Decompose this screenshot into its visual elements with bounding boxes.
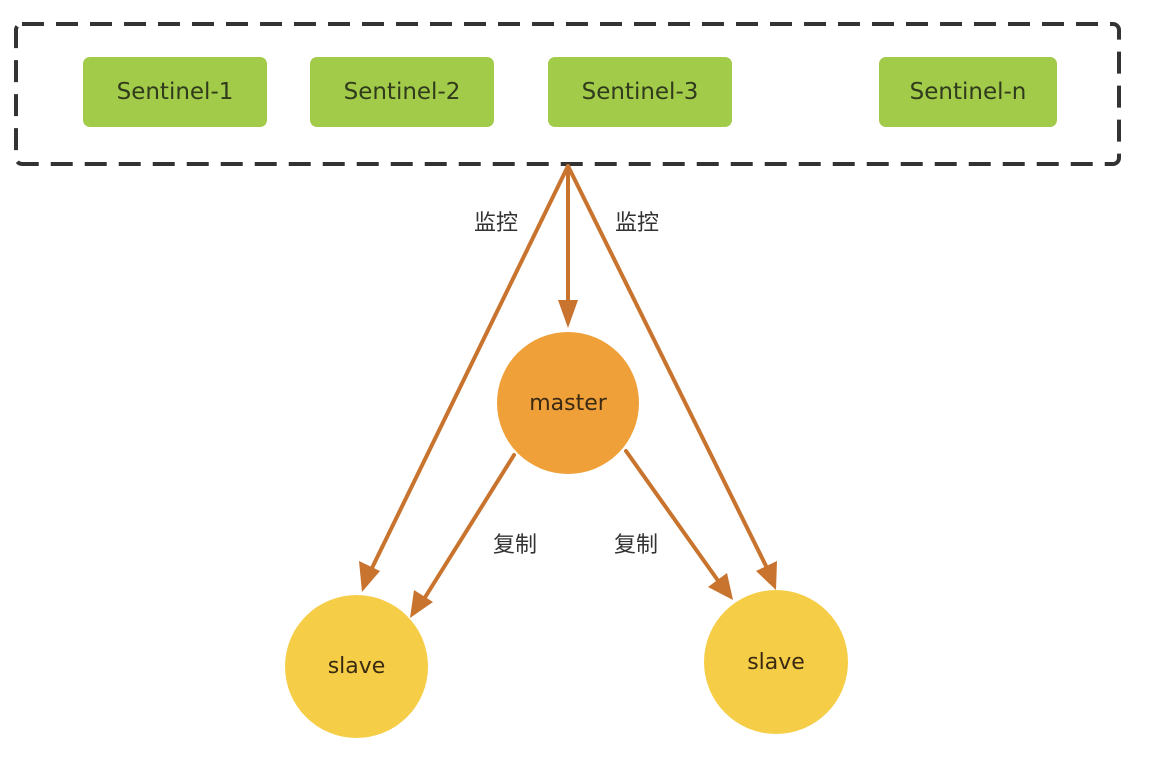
slave-right-label: slave: [747, 649, 805, 675]
slave-left-label: slave: [327, 654, 386, 679]
replicate-arrow-to-slave-right: [624, 449, 721, 584]
replicate-label-right: 复制: [614, 533, 659, 558]
monitor-arrow-to-slave-left: [370, 164, 570, 570]
monitor-label-right: 监控: [615, 211, 660, 236]
sentinel-3-label: Sentinel-3: [581, 79, 699, 105]
monitor-arrowhead-master: [558, 300, 578, 328]
sentinel-cluster-border: [14, 22, 1121, 166]
sentinel-1-box: Sentinel-1: [83, 57, 267, 127]
sentinel-n-box: Sentinel-n: [879, 57, 1057, 127]
sentinel-n-label: Sentinel-n: [909, 79, 1027, 105]
replicate-arrowhead-slave-left: [410, 590, 433, 618]
sentinel-2-box: Sentinel-2: [310, 57, 494, 127]
replicate-arrowhead-slave-right: [708, 573, 733, 600]
master-label: master: [529, 390, 607, 416]
slave-node-right: slave: [704, 590, 848, 734]
sentinel-3-box: Sentinel-3: [548, 57, 732, 127]
replicate-arrow-to-slave-left: [422, 453, 516, 601]
monitor-arrowhead-slave-right: [756, 561, 777, 590]
sentinel-1-label: Sentinel-1: [116, 79, 234, 105]
monitor-arrow-to-slave-right: [566, 164, 768, 568]
monitor-arrowhead-slave-left: [359, 561, 380, 592]
master-node: master: [497, 332, 639, 474]
monitor-label-left: 监控: [474, 211, 519, 236]
sentinel-2-label: Sentinel-2: [343, 79, 461, 105]
slave-node-left: slave: [285, 595, 428, 738]
arrow-group: [359, 164, 777, 618]
replicate-label-left: 复制: [493, 533, 538, 558]
